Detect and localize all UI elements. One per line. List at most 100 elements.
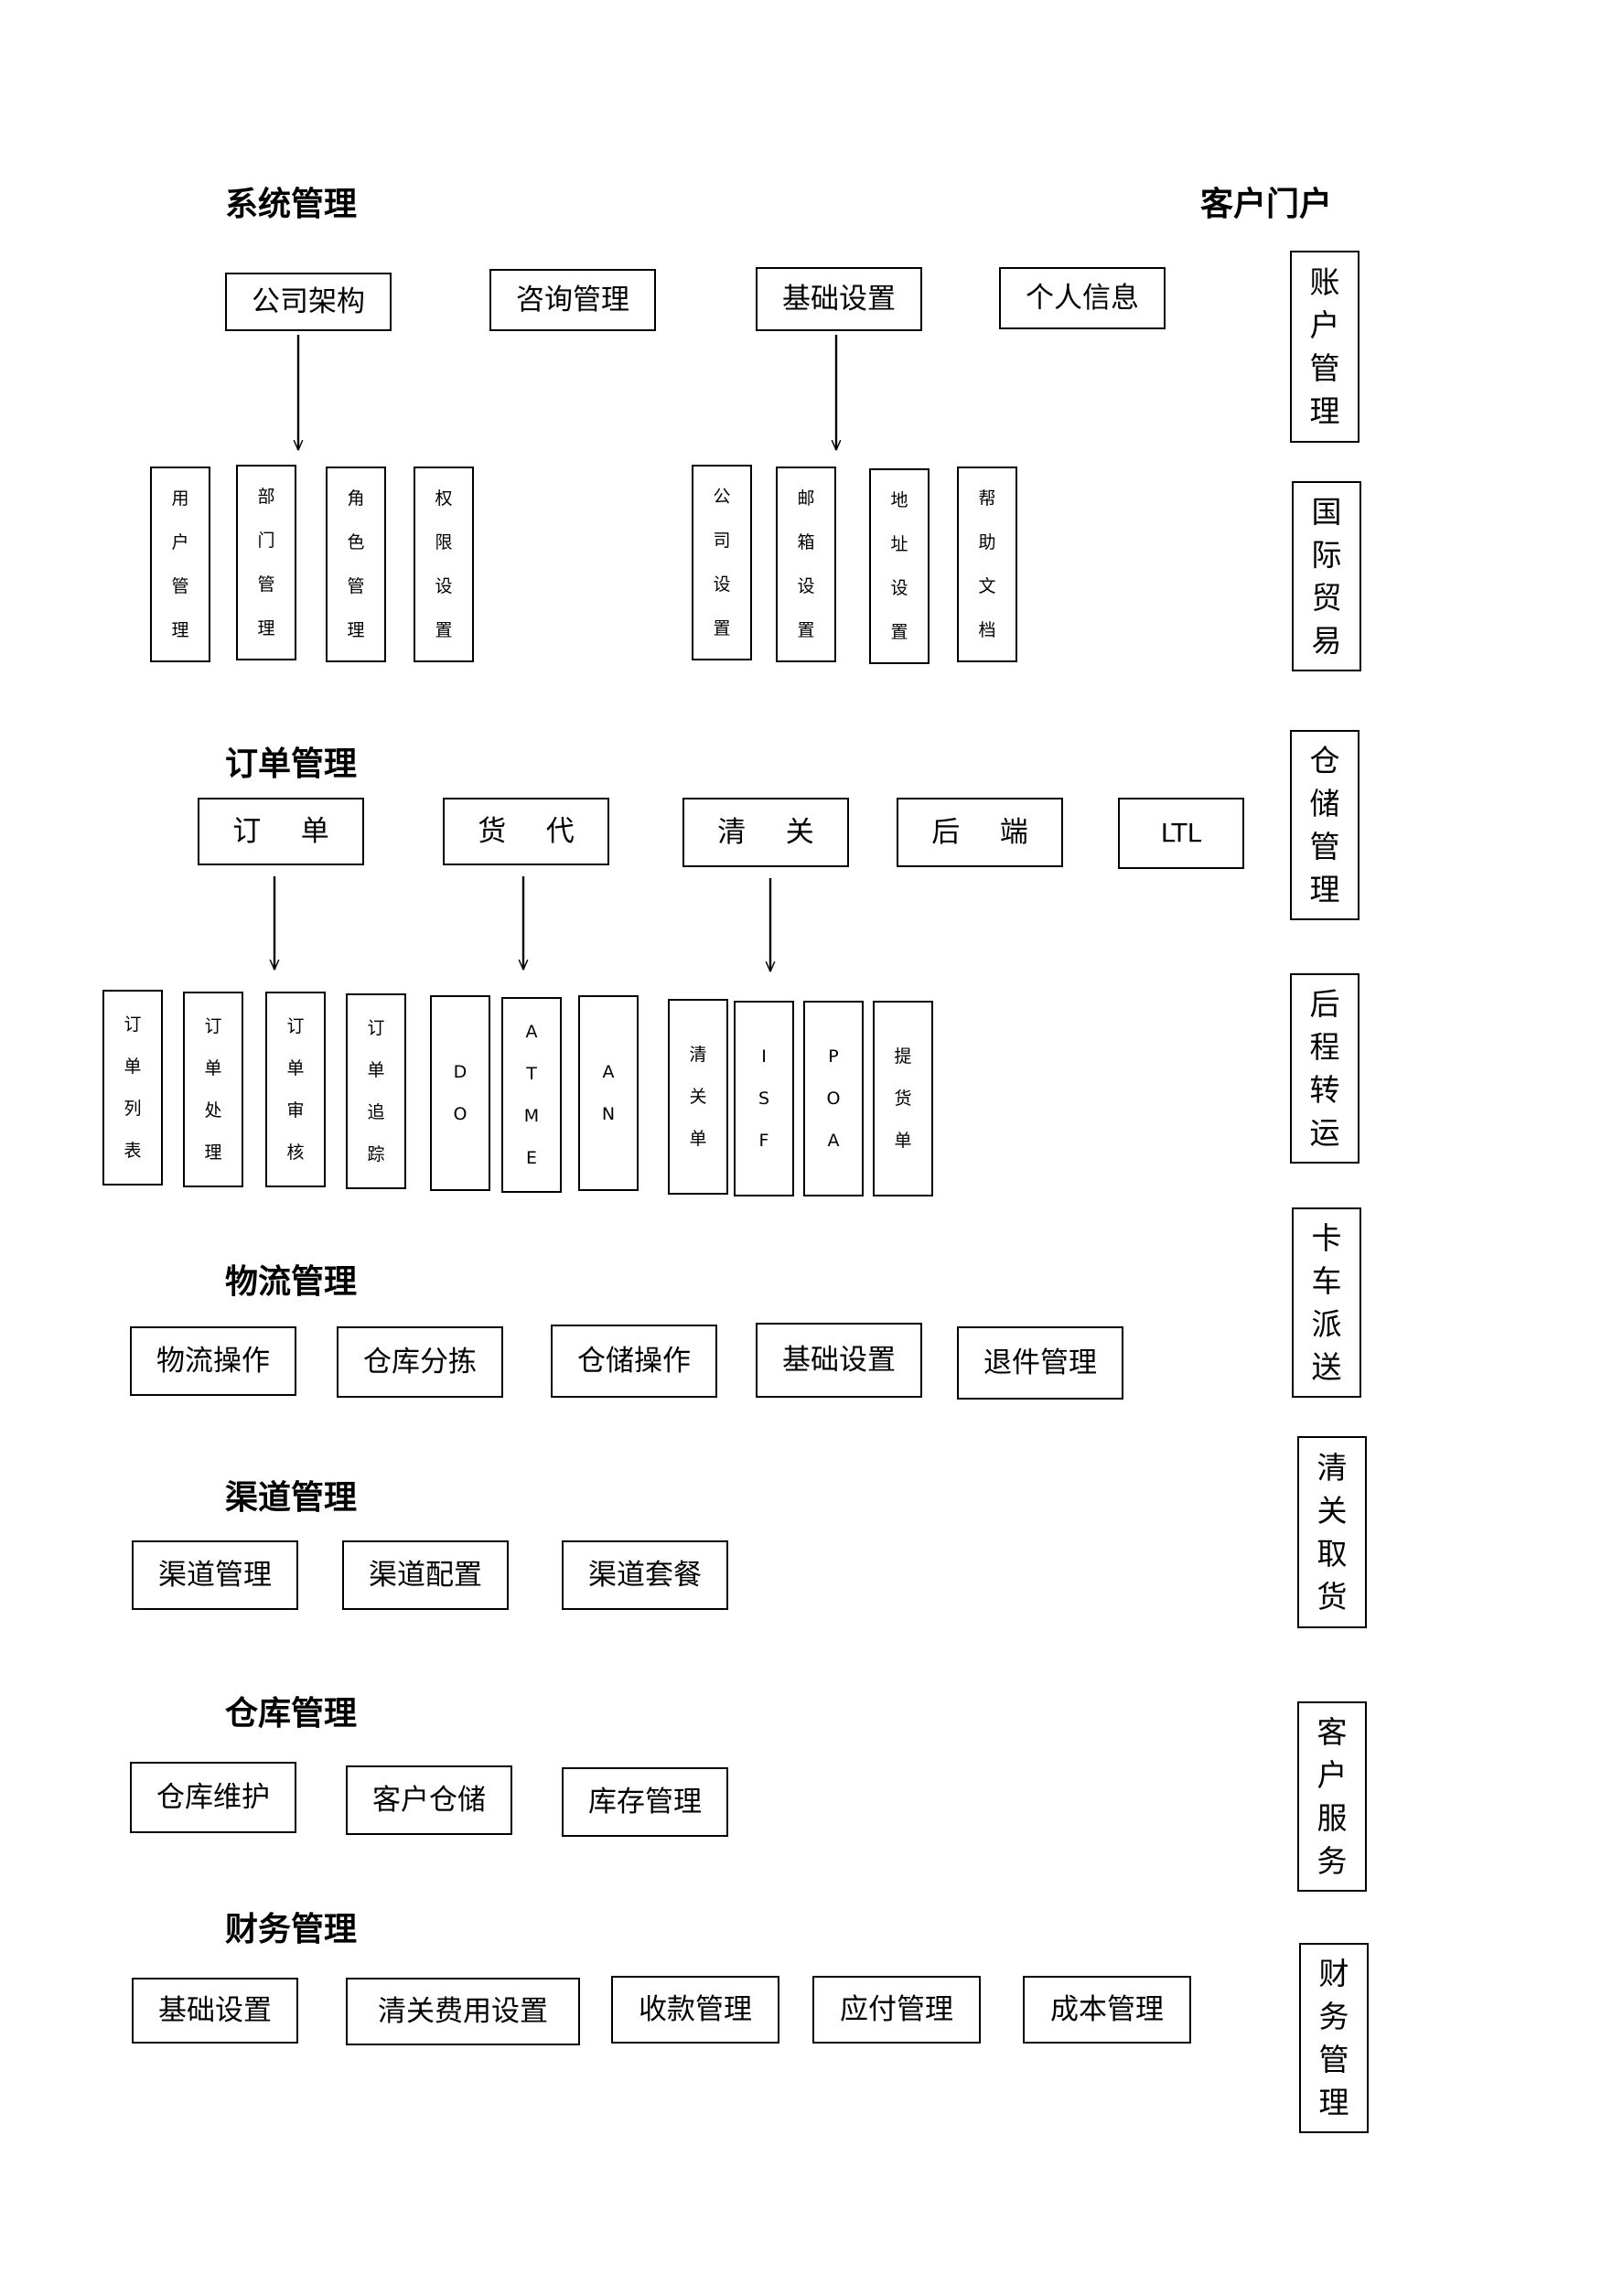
company-structure-child-2: 部门管理 [236,465,296,660]
forwarding-box: 货代 [443,798,609,865]
vertical-char: 送 [1311,1349,1342,1385]
company-structure-child-4: 权限设置 [414,467,474,662]
vertical-char: 管 [347,576,365,596]
vertical-char: 帮 [978,488,996,509]
customs-child-1: 清关单 [668,999,728,1195]
company-structure-box: 公司架构 [225,273,392,331]
vertical-char: 车 [1311,1263,1342,1299]
finance-item-3: 收款管理 [611,1976,779,2044]
logistics-item-2: 仓库分拣 [337,1326,503,1398]
vertical-char: 箱 [797,532,815,553]
vertical-char: 地 [890,490,908,510]
vertical-char: 管 [1309,829,1340,864]
vertical-char: 订 [124,1014,142,1035]
channel-item-1: 渠道管理 [132,1540,298,1610]
vertical-char: 货 [894,1089,912,1109]
vertical-char: 订 [286,1016,305,1036]
portal-item-8: 财务管理 [1299,1943,1369,2133]
vertical-char: 理 [171,620,189,640]
vertical-char: 清 [1316,1450,1348,1486]
vertical-char: 址 [890,534,908,554]
vertical-char: 户 [171,532,189,553]
vertical-char: 理 [347,620,365,640]
backend-box: 后端 [897,798,1063,867]
vertical-char: 订 [367,1018,385,1038]
vertical-char: 账 [1309,264,1340,300]
basic-settings-child-1: 公司设置 [692,465,752,660]
vertical-char: A [827,1131,840,1151]
portal-item-1: 账户管理 [1290,251,1359,443]
vertical-char: 服 [1316,1800,1348,1836]
vertical-char: 仓 [1309,743,1340,778]
vertical-char: 取 [1316,1536,1348,1572]
vertical-char: 客 [1316,1714,1348,1750]
vertical-char: 提 [894,1046,912,1067]
vertical-char: 户 [1316,1757,1348,1793]
order-child-4: 订单追踪 [346,993,406,1189]
vertical-char: 设 [797,576,815,596]
basic-settings-box: 基础设置 [756,267,922,331]
basic-settings-child-3: 地址设置 [869,468,930,664]
vertical-char: 色 [347,532,365,553]
logistics-item-5: 退件管理 [957,1326,1123,1400]
finance-item-4: 应付管理 [812,1976,981,2044]
vertical-char: 理 [204,1143,222,1163]
vertical-char: M [523,1106,540,1126]
consulting-management-box: 咨询管理 [489,269,656,331]
vertical-char: 置 [435,620,453,640]
channel-management-heading: 渠道管理 [225,1479,358,1517]
vertical-char: E [525,1148,537,1168]
vertical-char: O [826,1089,841,1109]
vertical-char: 际 [1311,537,1342,573]
vertical-char: 务 [1316,1843,1348,1879]
finance-item-2: 清关费用设置 [346,1978,580,2045]
vertical-char: 单 [894,1131,912,1151]
vertical-char: 储 [1309,786,1340,821]
order-management-heading: 订单管理 [225,746,358,783]
vertical-char: A [602,1062,615,1082]
vertical-char: 后 [1309,986,1340,1022]
logistics-management-heading: 物流管理 [225,1263,358,1301]
vertical-char: 限 [435,532,453,553]
vertical-char: A [525,1022,538,1042]
warehouse-management-heading: 仓库管理 [225,1695,358,1733]
vertical-char: D [453,1062,467,1082]
portal-item-5: 卡车派送 [1292,1207,1361,1398]
basic-settings-child-4: 帮助文档 [957,467,1017,662]
vertical-char: 管 [171,576,189,596]
vertical-char: O [453,1104,467,1124]
vertical-char: 务 [1318,1999,1349,2034]
vertical-char: 单 [286,1058,305,1078]
order-child-1: 订单列表 [102,990,163,1186]
vertical-char: 权 [435,488,453,509]
vertical-char: 关 [689,1087,707,1107]
finance-item-1: 基础设置 [132,1978,298,2044]
vertical-char: 单 [367,1060,385,1080]
basic-settings-child-2: 邮箱设置 [776,467,836,662]
vertical-char: 管 [1318,2042,1349,2077]
vertical-char: 用 [171,488,189,509]
vertical-char: 档 [978,620,996,640]
vertical-char: 转 [1309,1072,1340,1108]
system-management-heading: 系统管理 [225,186,358,223]
vertical-char: 置 [713,618,731,638]
vertical-char: 单 [204,1058,222,1078]
logistics-item-3: 仓储操作 [551,1325,717,1398]
vertical-char: 表 [124,1141,142,1161]
order-box: 订单 [198,798,364,865]
personal-info-box: 个人信息 [999,267,1166,329]
vertical-char: 国 [1311,494,1342,530]
company-structure-child-3: 角色管理 [326,467,386,662]
vertical-char: 财 [1318,1956,1349,1991]
vertical-char: 理 [1309,393,1340,429]
vertical-char: I [761,1046,767,1067]
channel-item-2: 渠道配置 [342,1540,509,1610]
logistics-item-1: 物流操作 [130,1326,296,1396]
vertical-char: 设 [890,578,908,598]
vertical-char: 文 [978,576,996,596]
